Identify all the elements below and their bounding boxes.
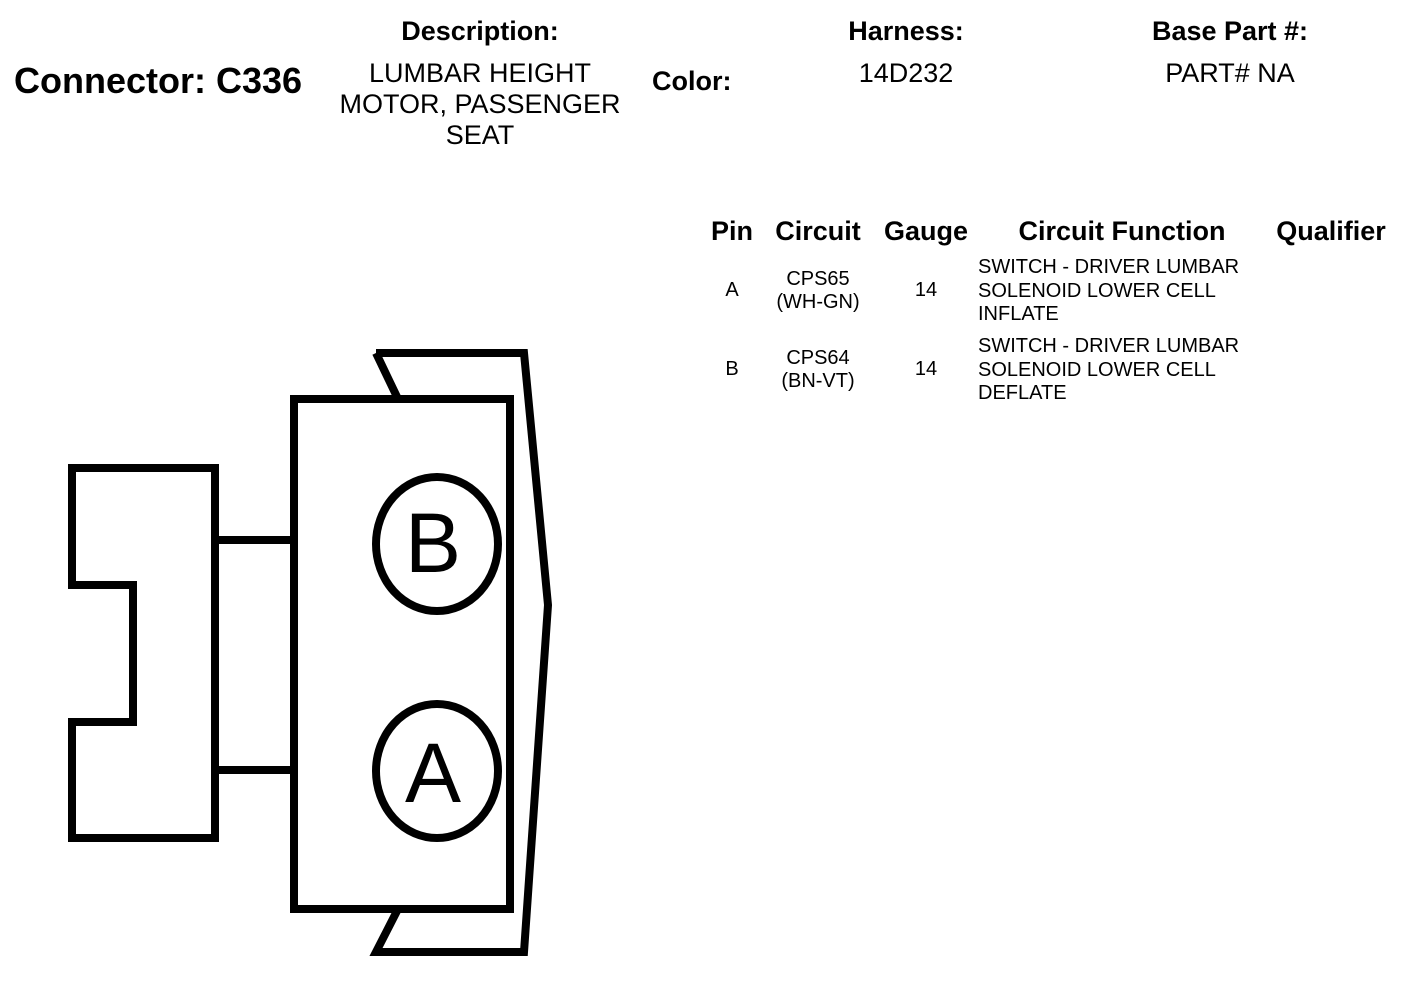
- row-a-circuit-color: (WH-GN): [776, 291, 860, 313]
- description-value: LUMBAR HEIGHT MOTOR, PASSENGER SEAT: [339, 58, 621, 150]
- harness-label: Harness:: [848, 16, 964, 46]
- column-header-circuit: Circuit: [775, 216, 861, 246]
- row-b-circuit: CPS64: [786, 347, 850, 369]
- column-header-gauge: Gauge: [883, 216, 969, 246]
- pin-a-circle: [372, 700, 502, 842]
- base-part-label: Base Part #:: [1151, 16, 1309, 46]
- row-b-gauge: 14: [914, 358, 938, 380]
- pin-b-letter: B: [405, 496, 461, 590]
- connector-shroud: [369, 349, 553, 956]
- column-header-qualifier: Qualifier: [1276, 216, 1386, 246]
- column-header-circuit-function: Circuit Function: [1018, 216, 1226, 246]
- pin-a-letter: A: [405, 726, 461, 820]
- row-a-pin: A: [725, 279, 739, 301]
- row-b-pin: B: [725, 358, 739, 380]
- row-b-function: SWITCH - DRIVER LUMBAR SOLENOID LOWER CE…: [978, 335, 1240, 404]
- row-a-function: SWITCH - DRIVER LUMBAR SOLENOID LOWER CE…: [978, 256, 1240, 325]
- connector-housing: [290, 395, 514, 913]
- harness-value: 14D232: [858, 58, 954, 88]
- description-label: Description:: [401, 16, 559, 46]
- row-a-gauge: 14: [914, 279, 938, 301]
- connector-latch-outline: [68, 464, 219, 842]
- base-part-value: PART# NA: [1165, 58, 1295, 88]
- column-header-pin: Pin: [710, 216, 753, 246]
- color-label: Color:: [652, 66, 732, 96]
- row-a-circuit: CPS65: [786, 268, 850, 290]
- connector-title: Connector: C336: [14, 60, 303, 101]
- row-b-circuit-color: (BN-VT): [781, 370, 855, 392]
- connector-face-diagram: B A: [68, 349, 553, 956]
- pin-b-circle: [372, 473, 502, 615]
